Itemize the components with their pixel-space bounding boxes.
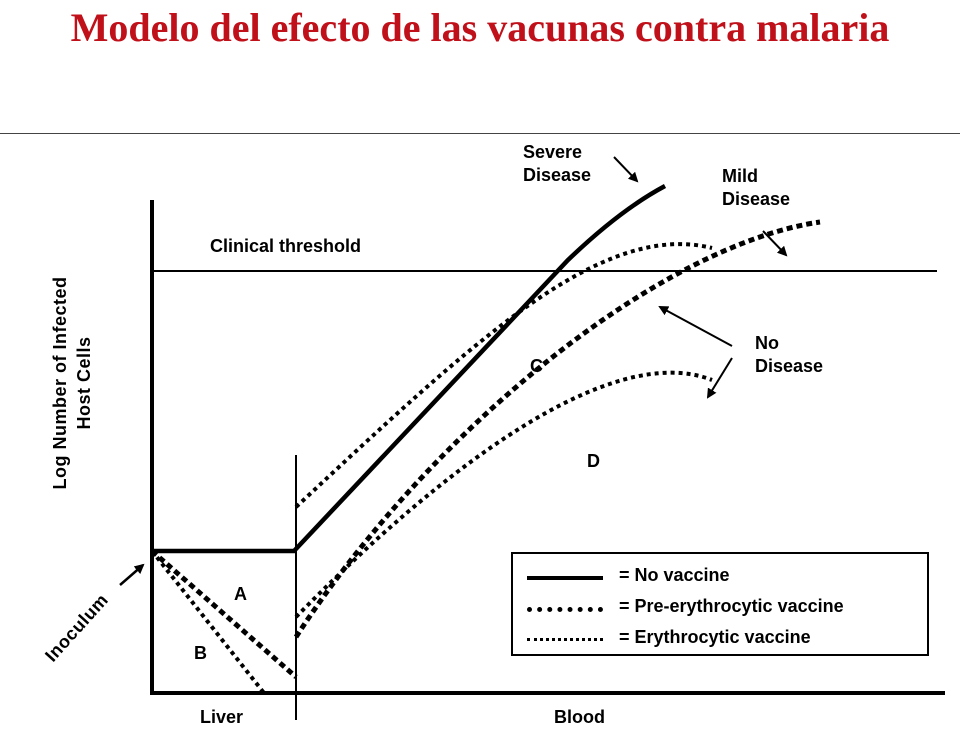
mild-disease-label: Mild Disease: [722, 165, 790, 211]
mild-disease-line-2: Disease: [722, 189, 791, 209]
y-axis-label-line-1: Log Number of Infected: [50, 276, 70, 490]
legend-label: = No vaccine: [619, 565, 730, 585]
no-disease-label: No Disease: [755, 332, 823, 378]
legend-heavy-dotted-swatch: [527, 607, 603, 612]
mild-disease-arrow: [762, 230, 788, 257]
legend-label: = Pre-erythrocytic vaccine: [619, 596, 844, 616]
no-vaccine-curve: [152, 184, 667, 554]
erythrocytic-liver-curve: [150, 549, 266, 695]
severe-disease-arrow: [613, 156, 639, 183]
severe-disease-line-2: Disease: [523, 165, 592, 185]
no-disease-arrow-upper: [658, 306, 733, 347]
no-disease-line-2: Disease: [755, 356, 824, 376]
erythrocytic-upper-curve: [294, 242, 713, 509]
slide-title: Modelo del efecto de las vacunas contra …: [70, 5, 890, 50]
mild-disease-line-1: Mild: [722, 166, 758, 186]
legend-item-no-vaccine: = No vaccine: [513, 562, 927, 592]
pre-erythrocytic-liver-curve: [150, 549, 298, 679]
region-b-label: B: [194, 643, 207, 663]
legend-item-erythrocytic: = Erythrocytic vaccine: [513, 624, 927, 654]
pre-erythrocytic-blood-curve: [293, 219, 821, 639]
x-axis-liver-label: Liver: [200, 707, 244, 727]
no-disease-arrow-lower: [706, 357, 733, 399]
severe-disease-label: Severe Disease: [523, 141, 591, 187]
no-disease-line-1: No: [755, 333, 779, 353]
title-divider: [0, 133, 960, 134]
inoculum-arrow: [119, 563, 145, 586]
severe-disease-line-1: Severe: [523, 142, 583, 162]
legend-item-pre-erythrocytic: = Pre-erythrocytic vaccine: [513, 593, 927, 623]
legend-light-dotted-swatch: [527, 638, 603, 641]
clinical-threshold-label: Clinical threshold: [210, 236, 362, 256]
x-axis-blood-label: Blood: [554, 707, 605, 727]
legend: = No vaccine = Pre-erythrocytic vaccine …: [511, 552, 929, 656]
region-d-label: D: [587, 451, 600, 471]
y-axis-label: Log Number of Infected Host Cells: [48, 277, 96, 490]
legend-label: = Erythrocytic vaccine: [619, 627, 811, 647]
region-a-label: A: [234, 584, 247, 604]
region-c-label: C: [530, 356, 543, 376]
erythrocytic-lower-curve: [294, 370, 713, 619]
y-axis-label-line-2: Host Cells: [74, 336, 94, 430]
legend-solid-swatch: [527, 576, 603, 580]
